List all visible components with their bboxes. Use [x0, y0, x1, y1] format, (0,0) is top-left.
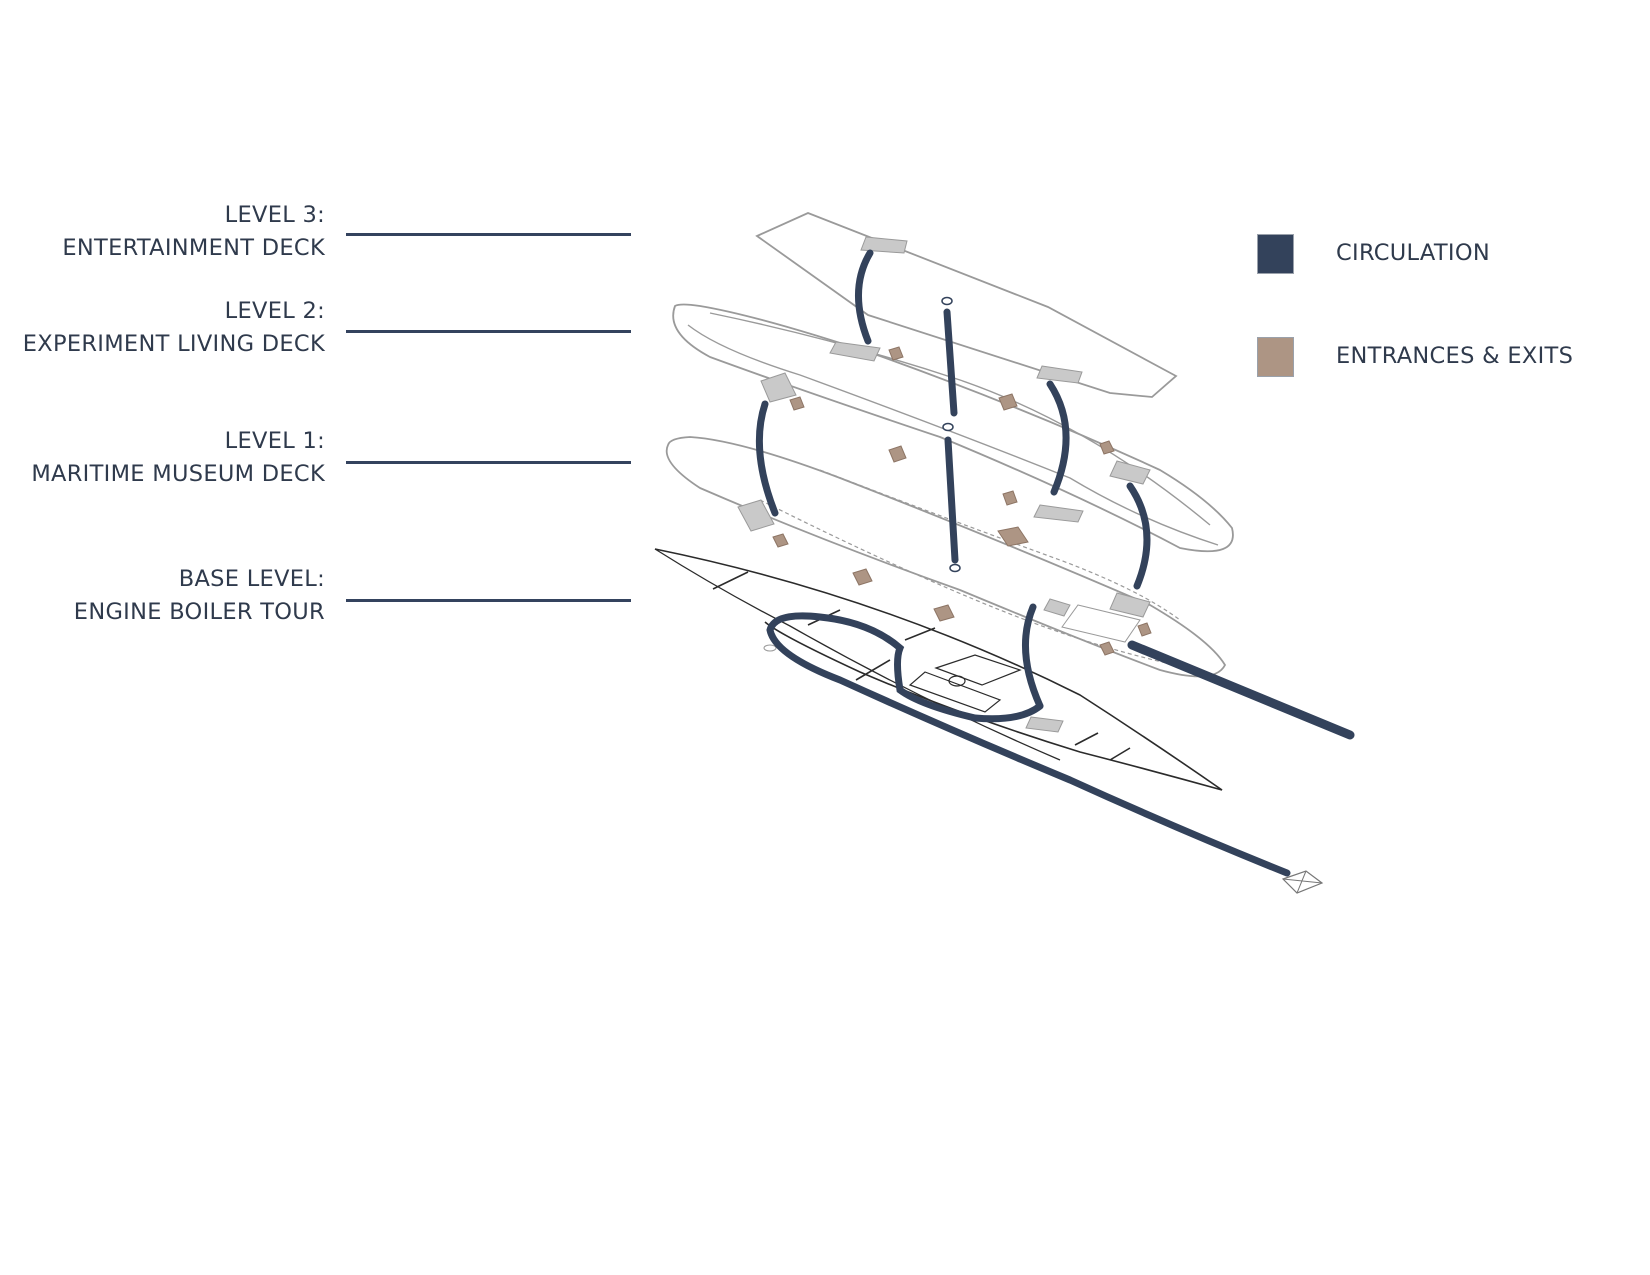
legend-entrances-swatch	[1257, 337, 1294, 377]
circulation-base-loop	[766, 612, 1291, 877]
boiler-room	[908, 671, 1002, 713]
level-3-name: ENTERTAINMENT DECK	[62, 235, 325, 261]
level-3-label: LEVEL 3: ENTERTAINMENT DECK	[62, 199, 325, 265]
level-1-title: LEVEL 1:	[224, 428, 325, 454]
hull-keel	[654, 548, 1061, 761]
level-3-deck-outline	[755, 212, 1178, 398]
entrance-marker	[997, 526, 1029, 547]
entrances-exits	[772, 346, 1152, 656]
circulation-stair-l2-l1-left	[755, 400, 779, 517]
hull-rib	[1074, 732, 1099, 746]
base-level-leader-line	[346, 599, 631, 602]
entrance-marker	[852, 568, 873, 586]
stair-pad	[1036, 365, 1083, 384]
level-2-name: EXPERIMENT LIVING DECK	[22, 331, 325, 357]
base-level-name: ENGINE BOILER TOUR	[73, 599, 325, 625]
stair-pad	[1109, 592, 1151, 618]
circulation-stair-l1-base-right	[1126, 482, 1151, 590]
level-1-leader-line	[346, 461, 631, 464]
level-3-leader-line	[346, 233, 631, 236]
legend-circulation-label: CIRCULATION	[1336, 240, 1490, 266]
level-2-label: LEVEL 2: EXPERIMENT LIVING DECK	[23, 295, 325, 361]
stair-pad	[1109, 460, 1151, 485]
level-1-inner-rail	[819, 469, 1181, 621]
hull-outline	[654, 548, 1223, 791]
level-1-deck	[665, 436, 1227, 678]
entrance-marker	[888, 346, 904, 361]
stair-pad	[737, 499, 775, 532]
level-2-leader-line	[346, 330, 631, 333]
circulation-paths	[755, 249, 1355, 877]
level-3-stair-pads	[860, 236, 1083, 384]
level-1-deck-outline	[665, 436, 1227, 678]
base-level-label: BASE LEVEL: ENGINE BOILER TOUR	[74, 563, 325, 629]
level-1-inner-rail	[759, 499, 1191, 669]
entrance-marker	[933, 604, 955, 622]
boiler-room	[934, 654, 1022, 686]
stair-pad	[1043, 598, 1071, 617]
base-level-hull	[654, 548, 1324, 894]
level-1-label: LEVEL 1: MARITIME MUSEUM DECK	[31, 425, 325, 491]
legend-circulation-swatch	[1257, 234, 1294, 274]
entrance-marker	[1002, 490, 1018, 506]
circulation-lift-l2-l1	[944, 436, 959, 564]
level-1-name: MARITIME MUSEUM DECK	[31, 461, 325, 487]
level-3-deck	[755, 212, 1178, 398]
circulation-lift-l3-l2	[943, 308, 958, 417]
circulation-gangway	[1127, 640, 1355, 740]
stair-pad	[1033, 504, 1084, 523]
gangway-landing-cross	[1282, 870, 1323, 894]
stair-pad	[860, 236, 908, 254]
entrance-marker	[772, 533, 789, 548]
hull-rib	[712, 571, 749, 590]
level-2-inner-rail	[687, 324, 1219, 546]
stair-pad	[760, 372, 797, 403]
hull-edge	[763, 644, 777, 652]
level-3-title: LEVEL 3:	[224, 202, 325, 228]
entrance-marker	[888, 445, 907, 463]
lift-top-icon	[941, 296, 953, 306]
entrance-marker	[998, 393, 1018, 411]
hull-rib	[1109, 747, 1131, 761]
lift-bottom-icon	[949, 563, 961, 573]
stair-pad	[829, 341, 881, 362]
hull-rib	[855, 659, 891, 681]
legend-entrances-label: ENTRANCES & EXITS	[1336, 343, 1574, 369]
entrance-marker	[1099, 440, 1115, 455]
hull-rib	[904, 627, 936, 641]
circulation-stair-l1-base-left	[1022, 603, 1044, 710]
entrance-marker	[1137, 622, 1152, 637]
lift-shafts	[941, 296, 961, 573]
lift-mid-icon	[942, 422, 954, 432]
base-level-title: BASE LEVEL:	[178, 566, 325, 592]
stair-pad	[1025, 716, 1064, 733]
base-level-stair-pads	[763, 644, 1064, 733]
circulation-stair-l2-l1-right	[1046, 380, 1070, 496]
entrance-marker	[1099, 641, 1115, 656]
level-2-title: LEVEL 2:	[224, 298, 325, 324]
level-2-deck-outline	[672, 303, 1234, 553]
stair-room	[1061, 604, 1141, 643]
level-2-stair-pads	[760, 341, 1151, 523]
boiler	[948, 675, 966, 687]
entrance-marker	[789, 396, 805, 411]
circulation-stair-l3-l2-left	[855, 249, 874, 345]
level-1-stair-pads	[737, 499, 1151, 643]
